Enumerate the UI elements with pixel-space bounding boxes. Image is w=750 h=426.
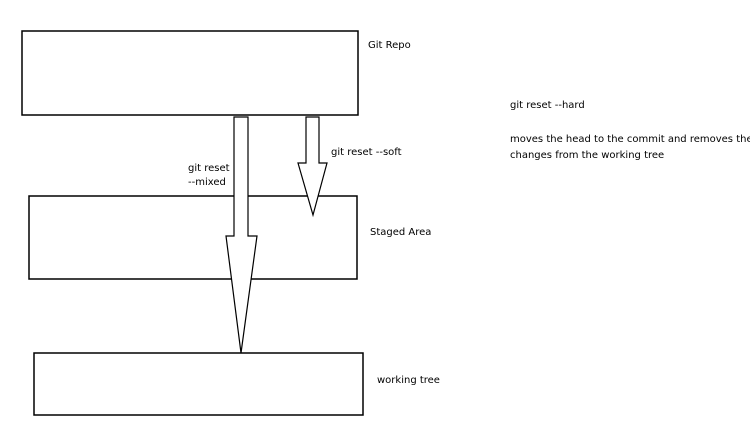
soft-reset-label: git reset --soft — [331, 147, 402, 158]
working-tree-label: working tree — [377, 375, 440, 386]
soft-reset-arrow — [297, 116, 328, 218]
hard-reset-desc-line2: changes from the working tree — [510, 150, 664, 161]
mixed-reset-arrow — [225, 116, 258, 354]
hard-reset-desc-line1: moves the head to the commit and removes… — [510, 134, 750, 145]
git-repo-box — [21, 30, 359, 116]
git-repo-label: Git Repo — [368, 40, 411, 51]
working-tree-box — [33, 352, 364, 416]
mixed-reset-label-line2: --mixed — [188, 177, 226, 188]
staged-area-box — [28, 195, 358, 280]
staged-area-label: Staged Area — [370, 227, 431, 238]
hard-reset-title: git reset --hard — [510, 100, 585, 111]
mixed-reset-label-line1: git reset — [188, 163, 230, 174]
